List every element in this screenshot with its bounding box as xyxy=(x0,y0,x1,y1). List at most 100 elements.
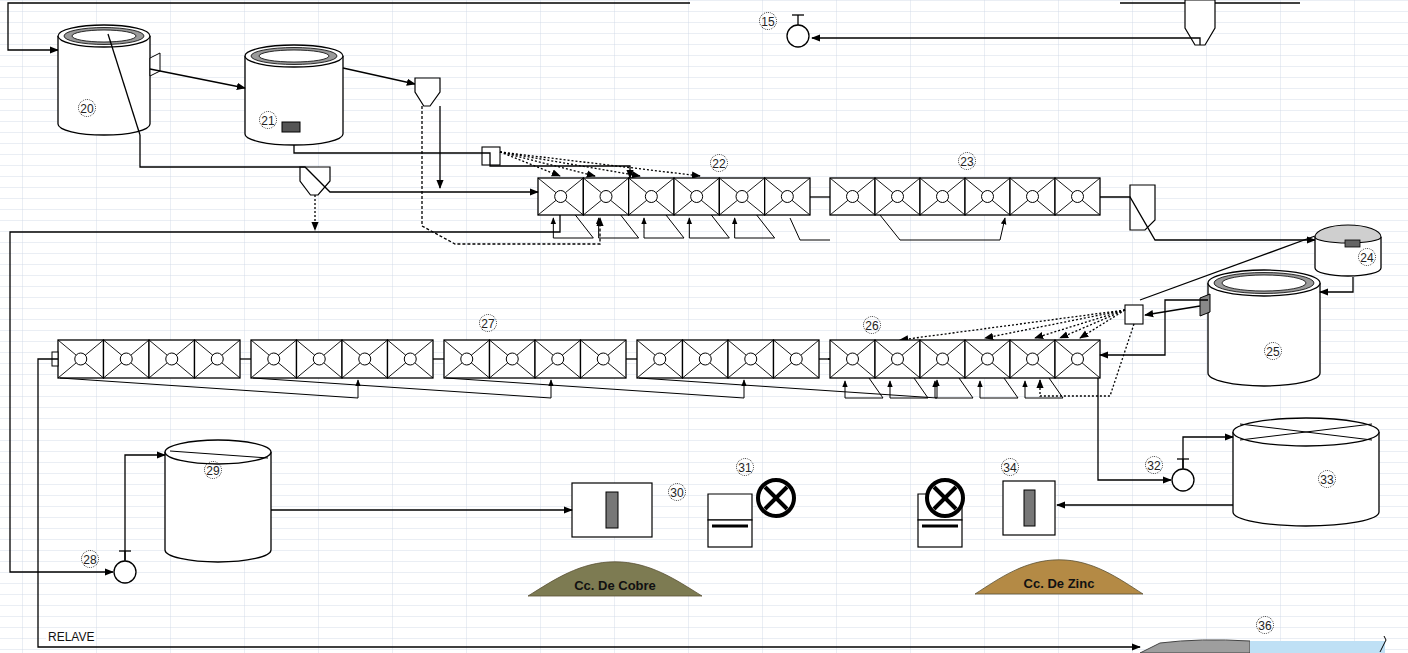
pump-stem xyxy=(792,14,804,15)
froth-return xyxy=(1025,378,1063,398)
flotation-cell xyxy=(719,178,764,215)
cell-cross xyxy=(388,340,434,378)
feed-line xyxy=(1120,2,1185,3)
flotation-cell xyxy=(444,340,490,378)
dotted-line xyxy=(1060,310,1125,338)
flow-line xyxy=(271,509,572,510)
cell-cross xyxy=(1010,340,1055,378)
cell-cross xyxy=(920,178,965,215)
flow-line xyxy=(38,359,1140,647)
cell-cross xyxy=(581,340,627,378)
tank-launder xyxy=(64,28,144,45)
flotation-cell xyxy=(490,340,536,378)
pipe-line xyxy=(108,34,140,135)
cell-impeller xyxy=(552,353,564,365)
cell-cross xyxy=(674,178,719,215)
tank-top xyxy=(245,45,343,67)
flotation-cell xyxy=(1010,178,1055,215)
flotation-cell xyxy=(875,340,920,378)
pump-symbol xyxy=(787,25,809,47)
dryer-body xyxy=(708,494,752,520)
cell-cross xyxy=(388,340,434,378)
cell-impeller xyxy=(736,191,748,203)
flow-line xyxy=(828,358,830,359)
flotation-cell xyxy=(965,178,1010,215)
cell-impeller xyxy=(937,191,949,203)
cell-cross xyxy=(297,340,343,378)
callout-number: 25 xyxy=(1264,342,1282,360)
equipment-node: 27 xyxy=(58,340,828,378)
flotation-cell xyxy=(583,178,628,215)
filter-symbol xyxy=(1003,481,1055,535)
tank-body xyxy=(1315,237,1381,276)
flow-line xyxy=(150,69,245,88)
flow-line xyxy=(10,215,560,572)
cell-cross xyxy=(830,178,875,215)
pipe-line xyxy=(812,38,1200,45)
cell-impeller xyxy=(892,353,904,365)
cell-cross xyxy=(728,340,774,378)
cell-cross xyxy=(1055,178,1100,215)
flow-line xyxy=(294,145,630,178)
distributor-box xyxy=(1125,305,1143,324)
cell-impeller xyxy=(120,353,132,365)
equipment-node: 28 xyxy=(113,560,137,584)
cell-impeller xyxy=(600,191,612,203)
cell-impeller xyxy=(654,353,666,365)
equipment-node: 32 xyxy=(1171,468,1195,492)
flotation-cell xyxy=(920,178,965,215)
cell-cross xyxy=(1055,340,1100,378)
flow-line xyxy=(1098,378,1171,480)
cell-cross xyxy=(251,340,297,378)
flow-line xyxy=(1057,504,1233,505)
equipment-node: 33 xyxy=(1233,418,1379,526)
cyclone-symbol xyxy=(415,78,440,106)
discharge-box xyxy=(1200,294,1210,316)
cyclone-symbol xyxy=(300,167,330,195)
cell-impeller xyxy=(847,353,859,365)
cell-cross xyxy=(683,340,729,378)
flow-line xyxy=(1100,197,1315,240)
filter-plate xyxy=(606,492,618,528)
flow-line xyxy=(1100,300,1208,355)
filter-plate xyxy=(1024,490,1035,526)
filter-symbol xyxy=(572,483,652,537)
flotation-cell xyxy=(965,340,1010,378)
flotation-cell xyxy=(1055,178,1100,215)
froth-return xyxy=(644,215,684,238)
tank-well xyxy=(72,30,136,42)
cell-cross xyxy=(1010,178,1055,215)
cell-impeller xyxy=(211,353,223,365)
cell-impeller xyxy=(1072,191,1084,203)
dotted-line xyxy=(500,152,560,176)
dryer-cross xyxy=(765,487,787,509)
callout-number: 31 xyxy=(736,458,754,476)
cell-cross xyxy=(674,178,719,215)
equipment-node: 34 xyxy=(915,455,1057,550)
cell-cross xyxy=(581,340,627,378)
dotted-line xyxy=(985,310,1125,338)
callout-number: 15 xyxy=(759,12,777,30)
dryer-slot xyxy=(922,525,958,528)
tailing-line xyxy=(639,378,937,398)
tank-body xyxy=(245,56,343,145)
equipment-node: 21 xyxy=(245,45,343,145)
pipe-line xyxy=(1140,236,1315,300)
equipment-node: 23 xyxy=(830,178,1100,215)
cell-cross xyxy=(965,178,1010,215)
bank-link xyxy=(240,358,251,359)
cell-cross xyxy=(535,340,581,378)
dryer-cross xyxy=(934,487,956,509)
cell-impeller xyxy=(268,353,280,365)
callout-number: 20 xyxy=(78,99,96,117)
flotation-cell xyxy=(1055,340,1100,378)
froth-return xyxy=(890,378,928,398)
froth-return xyxy=(735,215,775,238)
callout-number: 34 xyxy=(1001,458,1019,476)
cell-cross xyxy=(538,178,583,215)
dryer-cross xyxy=(934,487,956,509)
froth-return xyxy=(980,378,1018,398)
callout-number: 22 xyxy=(710,154,728,172)
cell-impeller xyxy=(404,353,416,365)
